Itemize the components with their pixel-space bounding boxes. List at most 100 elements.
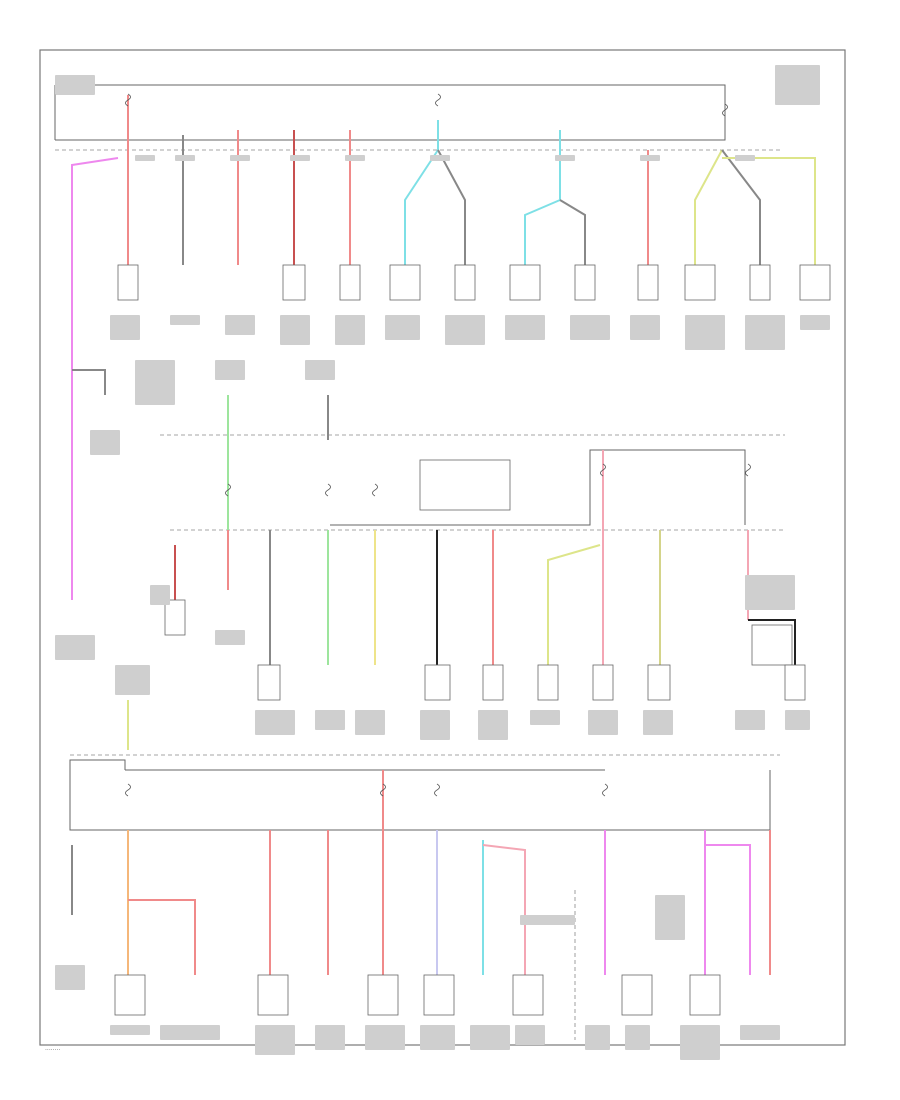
fuse-top-1	[125, 93, 131, 107]
wire-bottom-3	[128, 899, 196, 975]
illegible-label-27	[305, 360, 335, 380]
illegible-label-26	[215, 360, 245, 380]
corner-label: ........	[45, 1045, 60, 1052]
wire-mid-8	[547, 544, 601, 665]
wire-top-13	[722, 157, 816, 265]
wire-top-9	[559, 199, 586, 265]
illegible-label-24	[800, 315, 830, 330]
illegible-label-2	[775, 65, 820, 105]
wire-bottom-12	[705, 844, 751, 975]
illegible-label-40	[735, 710, 765, 730]
connector-top-6	[509, 264, 541, 301]
illegible-label-28	[90, 430, 120, 455]
illegible-label-52	[515, 1025, 545, 1045]
connector-bottom-2	[257, 974, 289, 1016]
fuse-bottom-3	[434, 783, 440, 797]
fuse-bottom-4	[602, 783, 608, 797]
illegible-label-20	[570, 315, 610, 340]
connector-bottom-1	[114, 974, 146, 1016]
illegible-label-54	[625, 1025, 650, 1050]
fuse-box-middle	[160, 434, 785, 531]
illegible-label-37	[530, 710, 560, 725]
illegible-label-50	[420, 1025, 455, 1050]
connector-top-3	[339, 264, 361, 301]
connector-mid-1	[164, 599, 186, 636]
illegible-label-layer	[55, 65, 830, 1060]
illegible-label-1	[55, 75, 95, 95]
illegible-label-14	[225, 315, 255, 335]
wire-top-7	[437, 149, 466, 265]
illegible-label-42	[745, 575, 795, 610]
illegible-label-21	[630, 315, 660, 340]
illegible-label-58	[520, 915, 575, 925]
connector-top-1	[117, 264, 139, 301]
illegible-label-32	[255, 710, 295, 735]
connector-mid-8	[751, 624, 793, 666]
wire-left-branch	[72, 369, 106, 395]
fuse-top-2	[435, 93, 441, 107]
wire-top-6	[404, 120, 439, 265]
connector-top-10	[749, 264, 771, 301]
component-layer	[114, 264, 831, 1016]
illegible-label-57	[655, 895, 685, 940]
illegible-label-43	[115, 665, 150, 695]
illegible-label-34	[355, 710, 385, 735]
connector-top-5	[454, 264, 476, 301]
illegible-label-8	[430, 155, 450, 161]
connector-top-4	[389, 264, 421, 301]
illegible-label-10	[640, 155, 660, 161]
fuse-mid-3	[372, 483, 378, 497]
illegible-label-47	[255, 1025, 295, 1055]
fuse-box-bottom	[69, 754, 780, 1040]
connector-mid-5	[537, 664, 559, 701]
illegible-label-46	[160, 1025, 220, 1040]
connector-bottom-4	[423, 974, 455, 1016]
fuse-bottom-1	[125, 783, 131, 797]
fuse-box-top	[54, 84, 780, 151]
connector-bottom-6	[621, 974, 653, 1016]
illegible-label-51	[470, 1025, 510, 1050]
illegible-label-11	[735, 155, 755, 161]
wire-top-8	[524, 130, 561, 265]
fuse-layer	[125, 93, 751, 797]
fuse-mid-5	[745, 463, 751, 477]
illegible-label-55	[680, 1025, 720, 1060]
connector-mid-3	[424, 664, 451, 701]
illegible-label-7	[345, 155, 365, 161]
wire-top-12	[721, 149, 761, 265]
illegible-label-48	[315, 1025, 345, 1050]
illegible-label-35	[420, 710, 450, 740]
illegible-label-3	[135, 155, 155, 161]
illegible-label-5	[230, 155, 250, 161]
fuse-mid-1	[225, 483, 231, 497]
illegible-label-31	[150, 585, 170, 605]
diagram-frame	[39, 49, 846, 1046]
connector-mid-9	[784, 664, 806, 701]
wire-mid-12	[748, 619, 796, 665]
illegible-label-12	[110, 315, 140, 340]
connector-top-7	[574, 264, 596, 301]
wire-bottom-9	[482, 844, 526, 975]
connector-mid-4	[482, 664, 504, 701]
illegible-label-9	[555, 155, 575, 161]
wire-top-11	[694, 149, 723, 265]
illegible-label-4	[175, 155, 195, 161]
illegible-label-19	[505, 315, 545, 340]
connector-bottom-7	[689, 974, 721, 1016]
fuse-mid-2	[325, 483, 331, 497]
illegible-label-23	[745, 315, 785, 350]
illegible-label-38	[588, 710, 618, 735]
illegible-label-45	[110, 1025, 150, 1035]
illegible-label-30	[215, 630, 245, 645]
illegible-label-39	[643, 710, 673, 735]
illegible-label-29	[55, 635, 95, 660]
wire-left-main	[71, 157, 119, 600]
connector-top-2	[282, 264, 306, 301]
connector-mid-2	[257, 664, 281, 701]
illegible-label-6	[290, 155, 310, 161]
connector-top-8	[637, 264, 659, 301]
illegible-label-17	[385, 315, 420, 340]
illegible-label-33	[315, 710, 345, 730]
illegible-label-13	[170, 315, 200, 325]
